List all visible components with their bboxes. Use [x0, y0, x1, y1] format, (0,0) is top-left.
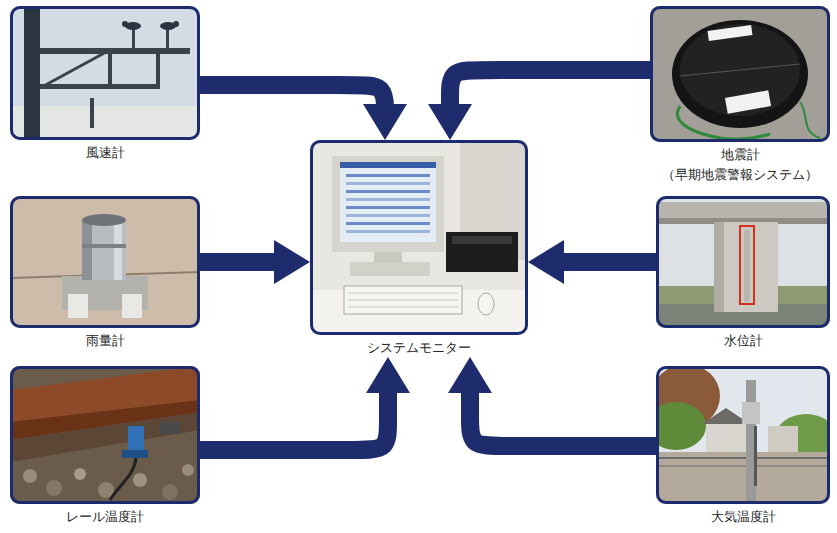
device-label: 風速計 — [86, 144, 125, 162]
arrow-shaft — [200, 387, 388, 450]
flow-arrow — [200, 240, 310, 284]
arrow-head — [363, 104, 407, 140]
device-label: 水位計 — [724, 332, 763, 350]
device-label: システムモニター — [367, 339, 471, 357]
arrow-head — [428, 104, 472, 140]
arrow-head — [366, 357, 410, 393]
seismometer-box: 地震計 （早期地震警報システム） — [650, 6, 830, 184]
arrow-shaft — [200, 85, 385, 111]
rain-gauge-photo — [10, 196, 200, 328]
rail-thermometer-photo — [10, 366, 200, 504]
flow-arrow — [528, 240, 656, 284]
monitor-photo — [310, 140, 528, 335]
photo-frame — [656, 366, 830, 504]
photo-frame — [10, 366, 200, 504]
photo-frame — [310, 140, 528, 335]
flow-arrow — [448, 357, 656, 446]
air-thermometer-photo — [656, 366, 830, 504]
arrow-shaft — [558, 253, 656, 271]
device-label: 雨量計 — [86, 332, 125, 350]
flow-arrow — [200, 357, 410, 450]
monitor-box: システムモニター — [310, 140, 528, 357]
arrow-head — [528, 240, 564, 284]
device-label: レール温度計 — [66, 508, 144, 526]
photo-frame — [650, 6, 830, 142]
photo-frame — [656, 196, 830, 328]
photo-frame — [10, 196, 200, 328]
device-label: 地震計 — [721, 146, 760, 164]
water-level-box: 水位計 — [656, 196, 830, 350]
rail-thermometer-box: レール温度計 — [10, 366, 200, 526]
rain-gauge-box: 雨量計 — [10, 196, 200, 350]
arrow-shaft — [200, 253, 280, 271]
anemometer-photo — [10, 6, 200, 140]
arrow-head — [274, 240, 310, 284]
anemometer-box: 風速計 — [10, 6, 200, 162]
seismometer-photo — [650, 6, 830, 142]
device-label: 大気温度計 — [711, 508, 776, 526]
water-level-photo — [656, 196, 830, 328]
photo-frame — [10, 6, 200, 140]
air-thermometer-box: 大気温度計 — [656, 366, 830, 526]
flow-arrow — [428, 70, 650, 140]
arrow-shaft — [470, 387, 656, 446]
device-label: （早期地震警報システム） — [662, 166, 818, 184]
arrow-head — [448, 357, 492, 393]
arrow-shaft — [450, 70, 650, 110]
flow-arrow — [200, 85, 407, 140]
